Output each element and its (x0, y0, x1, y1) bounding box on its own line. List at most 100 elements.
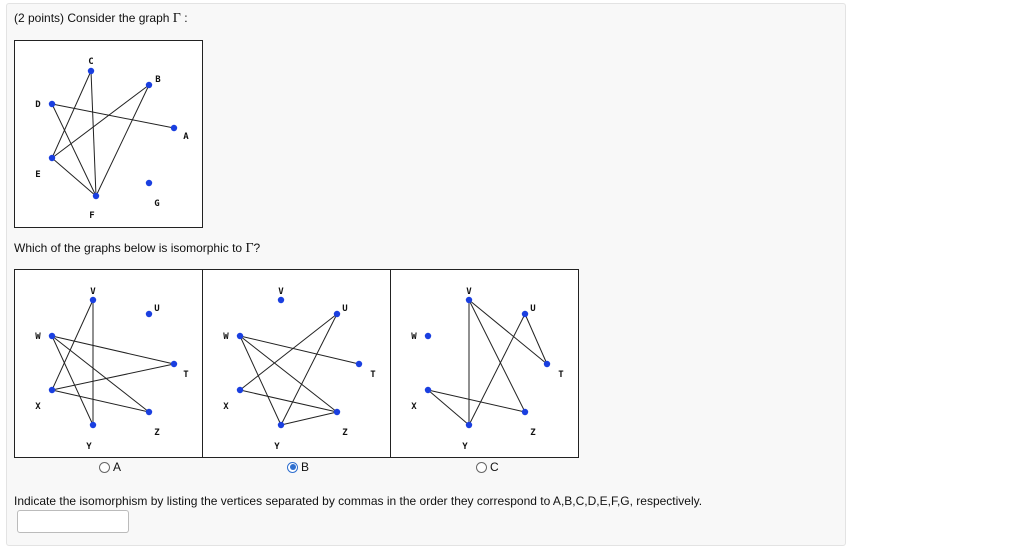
radio-circle[interactable] (476, 461, 487, 473)
option-b-radio[interactable]: B (287, 460, 309, 474)
edge-U-Y (468, 313, 526, 426)
vertex-label-E: E (35, 170, 40, 180)
vertex-T (355, 360, 363, 368)
gamma-symbol: Γ (245, 241, 254, 256)
vertex-V (465, 296, 473, 304)
vertex-label-W: W (35, 332, 41, 342)
vertex-V (277, 296, 285, 304)
vertices: V U T Z Y X W (35, 287, 189, 452)
vertex-label-B: B (155, 75, 161, 85)
vertex-label-Z: Z (154, 428, 160, 438)
vertex-label-Z: Z (530, 428, 536, 438)
vertex-Z (145, 408, 153, 416)
vertex-X (236, 386, 244, 394)
graph-option-c: V U T Z Y X W (390, 269, 579, 458)
isomorphic-question-mark: ? (253, 241, 261, 255)
vertex-X (48, 386, 56, 394)
vertex-label-W: W (223, 332, 229, 342)
vertex-label-D: D (35, 100, 41, 110)
edge-X-U (239, 313, 338, 391)
radio-circle[interactable] (99, 461, 110, 473)
edge-X-Z (239, 389, 338, 413)
vertex-W (424, 332, 432, 340)
vertex-label-X: X (223, 402, 229, 412)
vertex-label-X: X (411, 402, 417, 412)
vertex-label-Y: Y (462, 442, 468, 452)
vertex-W (48, 332, 56, 340)
vertex-label-T: T (183, 370, 189, 380)
vertex-W (236, 332, 244, 340)
graph-option-c-svg: V U T Z Y X W (411, 287, 564, 452)
vertex-C (87, 67, 95, 75)
vertex-label-Z: Z (342, 428, 348, 438)
edge-V-T (468, 299, 548, 365)
edge-X-Z (427, 389, 526, 413)
edge-W-Z (239, 335, 338, 413)
vertex-B (145, 81, 153, 89)
vertex-label-Y: Y (86, 442, 92, 452)
vertex-A (170, 124, 178, 132)
option-a-label: A (113, 460, 122, 474)
edge-E-B (51, 84, 150, 159)
edge-Y-W (51, 335, 94, 426)
option-c-radio[interactable]: C (476, 460, 499, 474)
vertices: V U T Z Y X W (411, 287, 564, 452)
gamma-symbol: Γ (172, 11, 181, 26)
edge-V-Z (468, 299, 526, 413)
vertex-label-G: G (154, 199, 159, 209)
radio-circle[interactable] (287, 461, 298, 473)
question-text: (2 points) Consider the graph Γ : (14, 11, 188, 27)
edge-X-Y (427, 389, 470, 426)
edge-Y-Z (280, 411, 338, 426)
vertex-E (48, 154, 56, 162)
vertex-label-V: V (466, 287, 472, 297)
vertex-U (145, 310, 153, 318)
question-colon: : (184, 11, 188, 25)
vertex-V (89, 296, 97, 304)
edge-D-F (51, 103, 97, 197)
vertex-label-U: U (154, 304, 159, 314)
vertex-D (48, 100, 56, 108)
vertex-label-U: U (342, 304, 347, 314)
edge-X-V (51, 299, 94, 391)
edge-X-T (51, 363, 175, 391)
vertex-Z (521, 408, 529, 416)
edge-W-T (51, 335, 175, 365)
edge-W-T (239, 335, 360, 365)
vertex-Z (333, 408, 341, 416)
question-points-text: (2 points) Consider the graph (14, 11, 173, 25)
vertex-label-Y: Y (274, 442, 280, 452)
edge-W-Y (239, 335, 282, 426)
edges (239, 313, 360, 426)
option-a-radio[interactable]: A (99, 460, 121, 474)
vertex-label-X: X (35, 402, 41, 412)
vertex-G (145, 179, 153, 187)
vertex-label-W: W (411, 332, 417, 342)
vertex-T (170, 360, 178, 368)
vertex-U (521, 310, 529, 318)
vertex-F (92, 192, 100, 200)
vertex-U (333, 310, 341, 318)
isomorphism-instruction: Indicate the isomorphism by listing the … (14, 494, 703, 508)
vertex-Y (465, 421, 473, 429)
edge-D-A (51, 103, 175, 129)
edge-F-B (95, 84, 150, 197)
vertex-label-T: T (558, 370, 564, 380)
edge-U-Y (280, 313, 338, 426)
edge-C-F (90, 70, 97, 197)
vertex-label-V: V (90, 287, 96, 297)
edge-X-Z (51, 389, 150, 413)
edges (51, 70, 175, 197)
edges (427, 299, 548, 426)
isomorphic-question-text: Which of the graphs below is isomorphic … (14, 241, 246, 255)
edge-E-F (51, 157, 97, 197)
graph-option-a-svg: V U T Z Y X W (35, 287, 189, 452)
isomorphism-answer-input[interactable] (17, 510, 129, 533)
option-b-label: B (301, 460, 310, 474)
vertex-label-U: U (530, 304, 535, 314)
